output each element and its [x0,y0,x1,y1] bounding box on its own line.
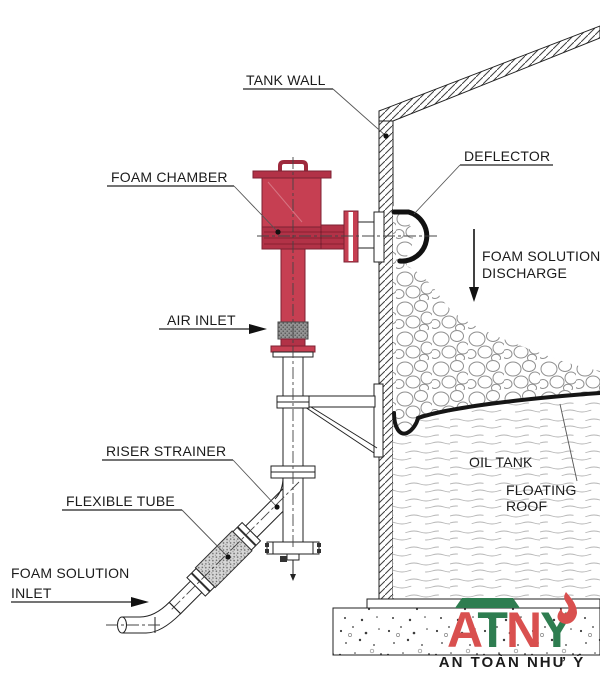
annotations: TANK WALL FOAM CHAMBER DEFLECTOR FOAM SO… [11,72,600,607]
riser-strainer-dot [274,504,280,510]
discharge-text-line1: FOAM SOLUTION [482,248,600,264]
label-flexible-tube: FLEXIBLE TUBE [62,493,231,560]
drain-handle [280,556,287,562]
tank-structure [332,25,600,656]
label-tank-wall: TANK WALL [243,72,389,139]
wall-penetration [357,209,430,264]
chamber-body [261,177,322,228]
label-oil-tank: OIL TANK [469,454,533,470]
fitting-bolt [265,549,269,553]
bracket-brace-inner [310,406,378,449]
discharge-text-line2: DISCHARGE [482,265,567,281]
logo-letters: ATNY [447,602,573,658]
floating-roof-text-line2: ROOF [506,498,547,514]
inlet-text-line2: INLET [11,585,52,601]
flexible-tube-dot [225,554,231,560]
tank-wall-dot [383,133,389,139]
label-floating-roof: FLOATING ROOF [506,403,578,514]
deflector-leader [413,164,461,215]
chamber-outlet-pipe [320,224,347,250]
oil-liquid [393,394,600,598]
logo-tagline: AN TOÀN NHƯ Ý [439,653,586,671]
bracket-arm [304,395,376,408]
fitting-bolt [317,543,321,547]
centerlines [106,157,438,626]
tank-wall-text: TANK WALL [246,72,326,88]
deflector-plate [397,209,430,264]
label-air-inlet: AIR INLET [159,312,267,334]
logo-letter-y: Y [540,602,573,658]
foam-chamber-leader [233,185,279,233]
oil-tank-text: OIL TANK [469,454,533,470]
tank-contents [392,206,600,598]
flexible-tube-text: FLEXIBLE TUBE [66,493,175,509]
elbow-top-edge [122,602,170,618]
floating-roof-leader [559,403,578,482]
logo-letter-t: T [477,602,507,658]
foam-chamber-dot [275,229,281,235]
label-foam-solution-inlet: FOAM SOLUTION INLET [11,565,149,607]
branch-flange-a1 [237,521,262,546]
branch-centerline [169,481,300,612]
label-deflector: DEFLECTOR [413,148,553,215]
discharge-arrow-head [469,287,479,302]
flexible-tube-leader [181,509,229,558]
fitting-bolt [317,549,321,553]
outlet-flange-gasket [348,212,353,261]
atny-logo: ATNY AN TOÀN NHƯ Ý [439,592,586,671]
deflector-text: DEFLECTOR [464,148,550,164]
riser-strainer-leader [232,459,278,508]
logo-t-bar [455,598,520,608]
chamber-lid [252,170,332,179]
chamber-body-seam [267,181,303,223]
wye-curve [274,476,284,500]
label-foam-solution-discharge: FOAM SOLUTION DISCHARGE [469,229,600,302]
foam-chamber-device [252,160,359,358]
inlet-text-line1: FOAM SOLUTION [11,565,130,581]
inlet-arrow-head [131,597,149,607]
elbow-bottom-edge [122,613,181,634]
label-foam-chamber: FOAM CHAMBER [107,169,281,235]
drain-tip [290,574,296,581]
foam-chamber-text: FOAM CHAMBER [111,169,228,185]
tank-roof-slope [378,25,600,122]
discharge-pipe-stub [357,221,376,249]
elbow-joint-line [168,602,181,615]
fitting-bolt [265,543,269,547]
label-riser-strainer: RISER STRAINER [102,443,280,510]
floating-roof-surface [392,391,600,436]
penetration-wall-plate [373,211,385,263]
floating-roof-text-line1: FLOATING [506,482,577,498]
foam-blanket [393,206,600,435]
air-inlet-arrow-head [249,324,267,334]
flame-icon [557,592,577,624]
concrete-foundation [332,607,600,656]
tank-wall-section [378,110,394,600]
bracket-wall-plate [373,383,384,458]
logo-letter-n: N [506,602,540,658]
inlet-elbow [117,602,181,634]
branch-flange-b1 [191,567,216,592]
drain-body [286,553,300,561]
bracket-brace [304,406,375,454]
riser-strainer-text: RISER STRAINER [106,443,226,459]
tank-wall-leader [332,88,387,137]
air-inlet-text: AIR INLET [167,312,236,328]
support-bracket [304,383,384,458]
